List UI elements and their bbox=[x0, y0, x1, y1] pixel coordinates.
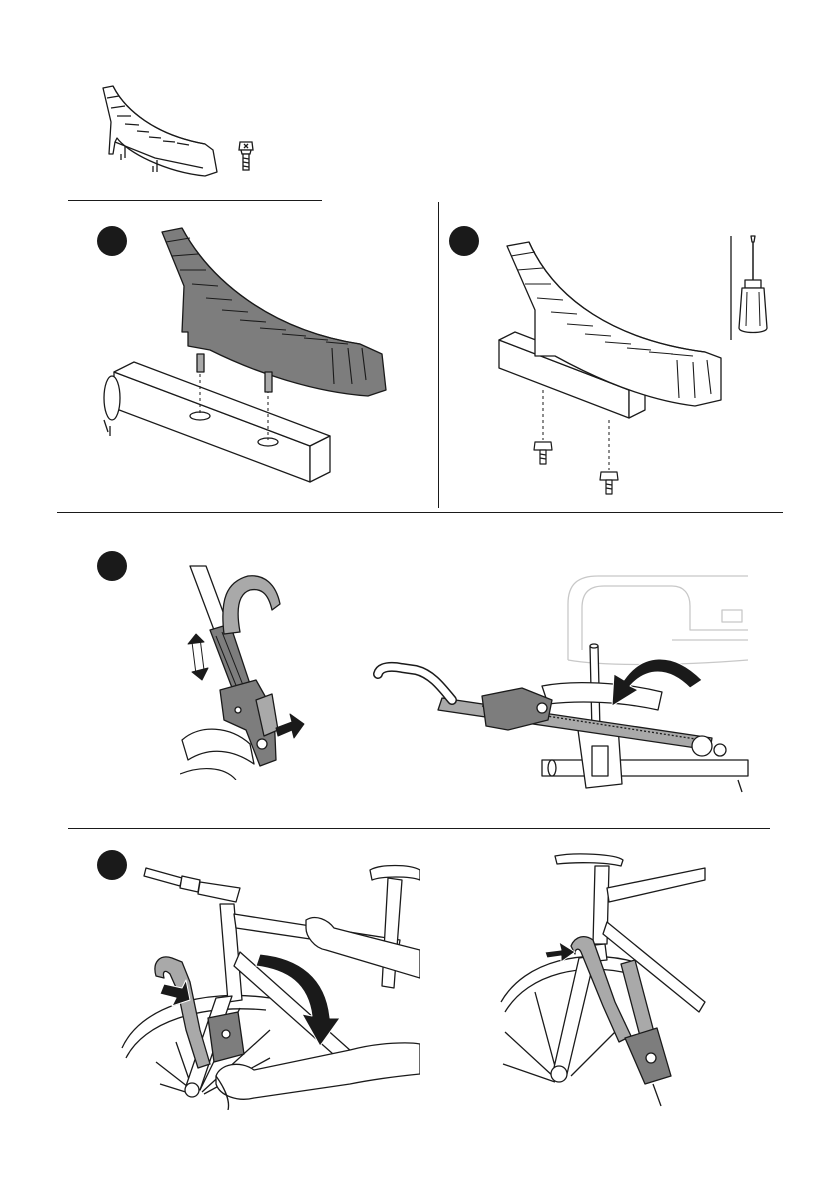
step-4-secured-drawing bbox=[495, 852, 725, 1110]
screw-icon bbox=[239, 142, 253, 170]
screw-icon bbox=[600, 472, 618, 494]
step-4-bike-secured bbox=[495, 852, 725, 1110]
push-arrow-icon bbox=[276, 714, 304, 738]
step-3-rack-drawing bbox=[372, 570, 752, 800]
wheel-tray-icon bbox=[103, 86, 217, 176]
step-divider-vertical bbox=[438, 202, 439, 508]
step-2-drawing bbox=[495, 230, 785, 500]
parts-overview-drawing bbox=[95, 80, 275, 180]
rack-crossbar bbox=[542, 760, 748, 792]
parts-overview bbox=[95, 80, 275, 180]
step-1-illustration bbox=[100, 220, 410, 510]
handlebar bbox=[144, 868, 240, 902]
screwdriver-icon bbox=[739, 236, 767, 333]
step-3-clamp-drawing bbox=[180, 560, 310, 780]
step-3-rack-overview bbox=[372, 570, 752, 800]
screw-icon bbox=[534, 442, 552, 464]
step-4-bike-loading bbox=[120, 858, 420, 1110]
wheel-tray-gray bbox=[162, 228, 386, 396]
step-2-number bbox=[449, 226, 479, 256]
section-divider-1 bbox=[57, 512, 783, 513]
step-3-clamp-detail bbox=[180, 560, 310, 780]
parts-divider bbox=[68, 200, 322, 201]
section-divider-2 bbox=[68, 828, 770, 829]
step-3-number bbox=[97, 551, 127, 581]
step-2-illustration bbox=[495, 230, 785, 500]
push-arrow-icon bbox=[545, 942, 575, 962]
up-down-arrow-icon bbox=[188, 634, 208, 680]
rack-mount bbox=[578, 644, 622, 788]
step-1-drawing bbox=[100, 220, 410, 510]
rotate-arrow-icon bbox=[256, 954, 340, 1046]
step-4-bike-drawing bbox=[120, 858, 420, 1110]
wheel-hook bbox=[223, 576, 280, 634]
